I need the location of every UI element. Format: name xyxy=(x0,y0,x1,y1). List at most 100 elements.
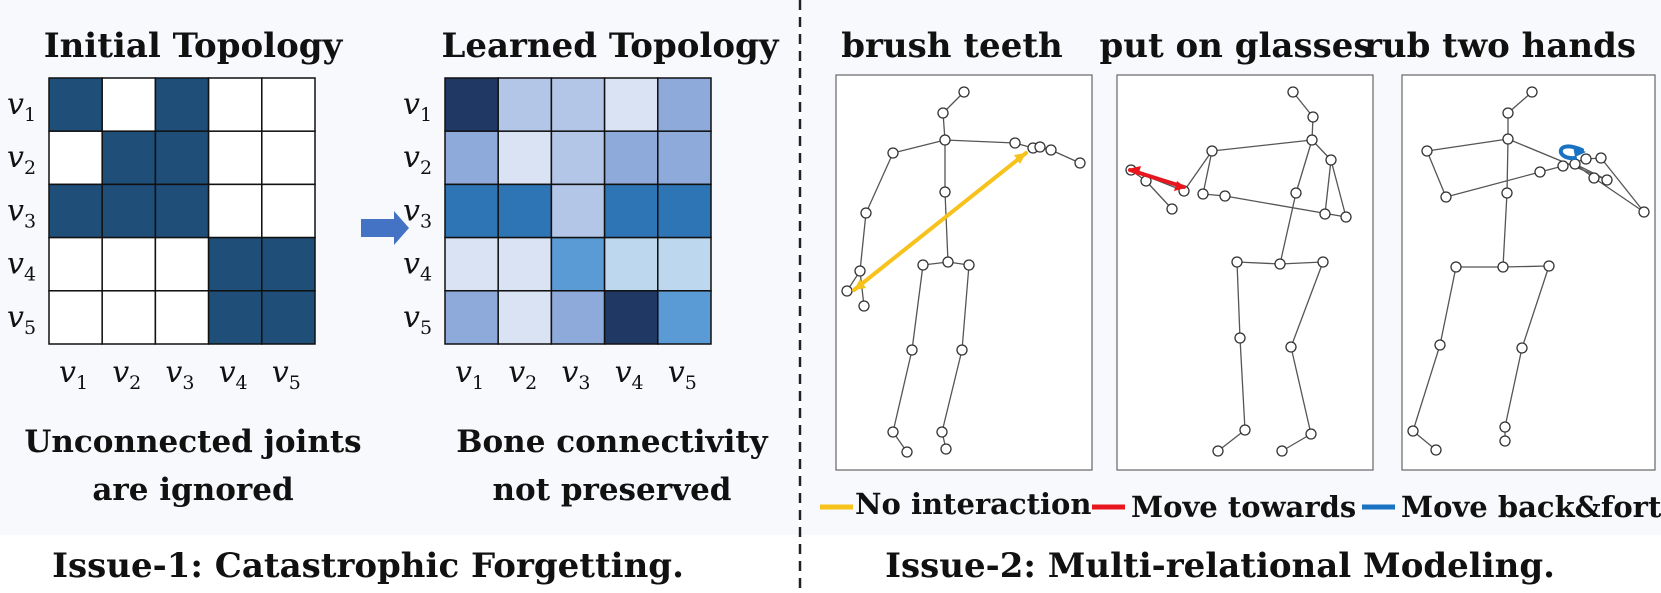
joint xyxy=(1234,332,1246,344)
legend-label-no-interaction: No interaction xyxy=(855,487,1091,521)
bone xyxy=(1202,150,1213,195)
matrix-cell xyxy=(48,236,103,292)
bone xyxy=(1502,265,1550,268)
matrix-cell xyxy=(101,130,157,186)
matrix-cell xyxy=(48,77,103,132)
matrix-cell xyxy=(657,290,712,345)
skeleton-box-rub-two-hands xyxy=(1401,74,1656,471)
bone xyxy=(1324,159,1332,215)
joint xyxy=(958,86,970,98)
joint xyxy=(917,259,929,271)
joint xyxy=(1516,342,1528,354)
relation-move-towards-arrow xyxy=(1128,166,1186,191)
joint xyxy=(860,207,872,219)
bone xyxy=(911,264,924,351)
joint xyxy=(1276,445,1288,457)
joint xyxy=(1287,86,1299,98)
matrix-cell xyxy=(48,290,103,345)
matrix-cell xyxy=(101,290,157,345)
bone xyxy=(1295,139,1313,194)
skeleton-box-put-on-glasses xyxy=(1116,74,1374,471)
bone xyxy=(1279,192,1297,265)
joint xyxy=(854,265,866,277)
skeleton-brush-teeth xyxy=(841,86,1086,458)
bone xyxy=(1426,150,1447,198)
joint xyxy=(1534,166,1546,178)
matrix-cell xyxy=(603,183,659,239)
bone xyxy=(1507,138,1608,181)
matrix-cell xyxy=(48,183,103,239)
joint xyxy=(1274,258,1286,270)
matrix-cell xyxy=(657,183,712,239)
joint xyxy=(1325,154,1337,166)
joint xyxy=(1434,339,1446,351)
action-title-brush-teeth: brush teeth xyxy=(841,26,1063,66)
matrix-cell xyxy=(444,77,499,132)
matrix-cell xyxy=(657,130,712,186)
bone xyxy=(941,349,963,433)
matrix-cell xyxy=(101,236,157,292)
bone xyxy=(1145,180,1173,210)
bone xyxy=(1506,138,1509,194)
matrix-cell xyxy=(154,130,210,186)
matrix-cell xyxy=(444,130,499,186)
bone xyxy=(1574,163,1608,181)
joint xyxy=(858,300,870,312)
matrix-cell xyxy=(444,236,499,292)
matrix-cell xyxy=(444,290,499,345)
matrix-cell xyxy=(261,183,316,239)
matrix-cell xyxy=(657,236,712,292)
learned-topology-title: Learned Topology xyxy=(441,26,779,66)
matrix-cell xyxy=(497,236,553,292)
joint xyxy=(1580,153,1592,165)
joint xyxy=(1317,256,1329,268)
matrix-cell xyxy=(154,183,210,239)
learned-caption-line1: Bone connectivity xyxy=(456,424,768,460)
issue-1-label: Issue-1: Catastrophic Forgetting. xyxy=(52,546,684,586)
joint xyxy=(1009,137,1021,149)
legend-label-move-back-forth: Move back&forth xyxy=(1401,490,1661,524)
joint xyxy=(1034,141,1046,153)
joint xyxy=(1450,261,1462,273)
matrix-cell xyxy=(207,236,263,292)
joint xyxy=(906,344,918,356)
joint xyxy=(1569,158,1581,170)
skeleton-put-on-glasses xyxy=(1125,86,1352,457)
joint xyxy=(1166,203,1178,215)
joint xyxy=(1239,424,1251,436)
bone xyxy=(1504,347,1523,428)
matrix-cell xyxy=(550,236,606,292)
bone xyxy=(1239,337,1246,431)
joint xyxy=(940,443,952,455)
joint xyxy=(936,426,948,438)
joint xyxy=(887,426,899,438)
joint xyxy=(1305,428,1317,440)
bone xyxy=(1330,159,1347,218)
bone xyxy=(944,191,949,263)
joint xyxy=(937,107,949,119)
joint xyxy=(939,134,951,146)
action-title-rub-two-hands: rub two hands xyxy=(1364,26,1636,66)
skeleton-rub-two-hands xyxy=(1407,86,1650,456)
matrix-cell xyxy=(154,290,210,345)
joint xyxy=(1499,435,1511,447)
bone xyxy=(1236,261,1241,339)
joint xyxy=(1231,256,1243,268)
learned-topology-matrix xyxy=(444,77,712,345)
joint xyxy=(841,285,853,297)
joint xyxy=(887,147,899,159)
joint xyxy=(956,344,968,356)
matrix-cell xyxy=(497,130,553,186)
joint xyxy=(1206,145,1218,157)
joint xyxy=(1601,174,1613,186)
matrix-cell xyxy=(101,77,157,132)
bone xyxy=(1183,150,1213,192)
matrix-cell xyxy=(154,236,210,292)
joint xyxy=(1421,145,1433,157)
initial-caption-line1: Unconnected joints xyxy=(24,424,361,460)
joint xyxy=(1526,86,1538,98)
joint xyxy=(1502,107,1514,119)
matrix-cell xyxy=(603,290,659,345)
joint xyxy=(1074,157,1086,169)
